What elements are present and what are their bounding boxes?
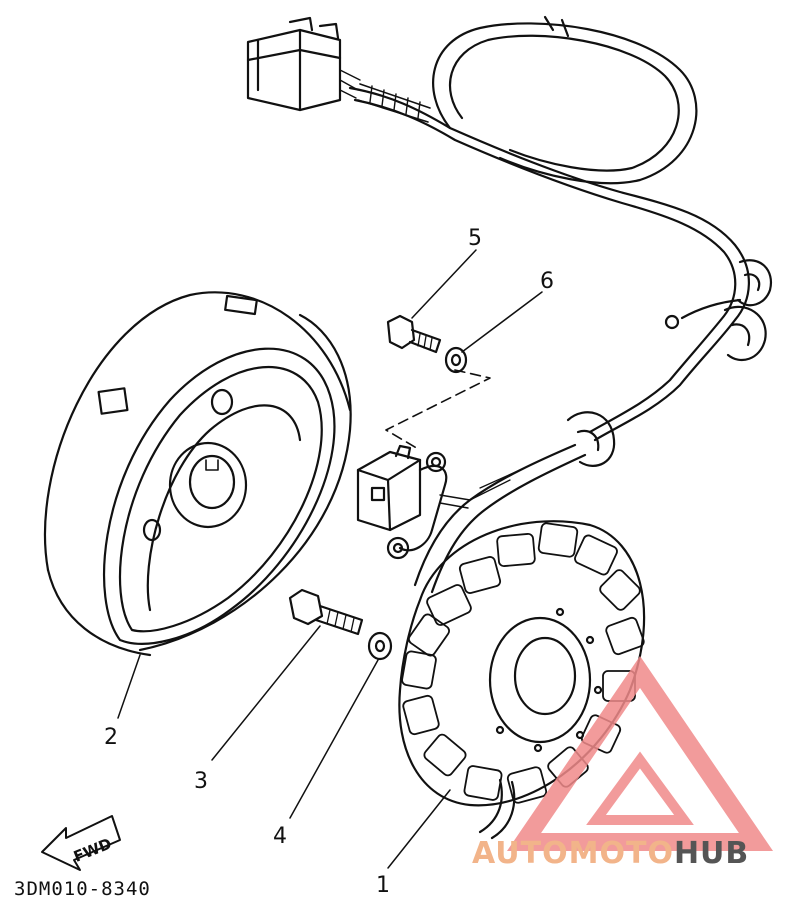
callout-4: 4 xyxy=(273,824,287,849)
callout-2: 2 xyxy=(104,725,118,750)
diagram-code: 3DM010-8340 xyxy=(14,878,151,900)
stator-assembly xyxy=(398,520,646,840)
watermark-text: AUTOMOTOHUB xyxy=(472,836,749,871)
washer-pickup xyxy=(444,346,468,374)
watermark-text-secondary: HUB xyxy=(673,836,750,871)
bolt-stator xyxy=(288,588,364,636)
callout-6: 6 xyxy=(540,269,554,294)
rotor-flywheel xyxy=(43,291,352,657)
watermark-text-primary: AUTOMOTO xyxy=(472,836,674,871)
washer-stator xyxy=(367,631,393,661)
callout-5: 5 xyxy=(468,226,482,251)
wire-harness xyxy=(246,15,773,594)
forward-arrow-icon: FWD xyxy=(41,815,121,871)
pickup-coil xyxy=(356,444,471,560)
callout-1: 1 xyxy=(376,873,390,898)
bolt-pickup xyxy=(386,314,442,354)
watermark-logo xyxy=(506,656,774,851)
callout-leaders xyxy=(117,249,543,869)
callout-3: 3 xyxy=(194,769,208,794)
reference-dash-line xyxy=(385,369,491,451)
